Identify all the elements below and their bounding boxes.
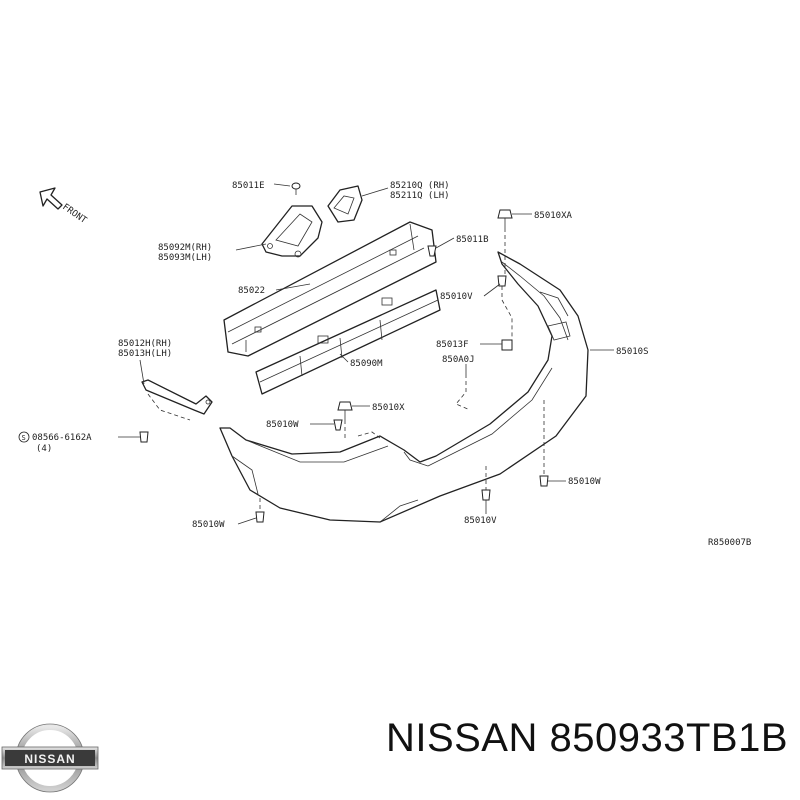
screw-85010W-left-icon	[255, 511, 265, 523]
label-85011B: 85011B	[456, 235, 489, 245]
label-85010W-right: 85010W	[568, 477, 601, 487]
leader-line	[483, 283, 501, 297]
label-85010XA: 85010XA	[534, 211, 573, 221]
svg-text:S: S	[22, 434, 26, 442]
leader-line	[275, 283, 311, 291]
label-08566-qty: (4)	[36, 444, 52, 454]
label-85010X: 85010X	[372, 403, 405, 413]
label-85090M: 85090M	[350, 359, 383, 369]
label-85011E: 85011E	[232, 181, 265, 191]
upper-bracket	[327, 185, 363, 223]
label-85013H: 85013H(LH)	[118, 349, 172, 359]
label-850A0J: 850A0J	[442, 355, 475, 365]
label-85010V-bottom: 85010V	[464, 516, 497, 526]
label-85010W-left: 85010W	[192, 520, 225, 530]
part-title: NISSAN 850933TB1B	[385, 716, 788, 760]
label-85022: 85022	[238, 286, 265, 296]
leader-line	[139, 359, 145, 385]
label-85012H: 85012H(RH)	[118, 339, 172, 349]
reinforcement-beam	[223, 221, 437, 357]
logo-text: NISSAN	[24, 752, 75, 766]
label-85010S: 85010S	[616, 347, 649, 357]
label-85211Q: 85211Q (LH)	[390, 191, 450, 201]
screw-08566-icon	[139, 431, 149, 443]
screw-85010W-mid-icon	[333, 419, 343, 431]
nissan-logo-icon: NISSAN	[1, 723, 99, 793]
clip-85010V-top-icon	[497, 275, 507, 287]
leader-line	[361, 187, 389, 197]
label-08566-6162A: 08566-6162A	[32, 433, 92, 443]
label-85013F: 85013F	[436, 340, 469, 350]
leader-line	[235, 243, 267, 251]
label-85010W-mid: 85010W	[266, 420, 299, 430]
energy-absorber	[255, 289, 441, 395]
label-85010V-top: 85010V	[440, 292, 473, 302]
front-arrow-icon	[39, 187, 63, 210]
clip-85010XA-icon	[497, 209, 513, 228]
guide-line	[501, 286, 513, 340]
clip-85011E-icon	[291, 182, 301, 195]
reference-code: R850007B	[708, 538, 751, 548]
circled-s-icon: S	[18, 431, 30, 443]
guide-line	[357, 431, 381, 439]
retainer-85013F-icon	[501, 339, 513, 351]
screw-85010W-right-icon	[539, 475, 549, 487]
label-85210Q: 85210Q (RH)	[390, 181, 450, 191]
front-label: FRONT	[60, 202, 88, 226]
screw-85010V-bottom-icon	[481, 489, 491, 501]
guide-line	[455, 374, 471, 411]
leader-line	[339, 353, 349, 363]
clip-85010X-icon	[337, 401, 353, 420]
leader-line	[435, 237, 455, 249]
leader-line	[237, 517, 257, 525]
leader-line	[273, 183, 291, 187]
side-bracket	[261, 205, 323, 258]
rear-bumper-fascia	[219, 251, 589, 523]
lower-side-bracket	[141, 379, 213, 415]
clip-85011B-icon	[427, 245, 437, 257]
label-85093M: 85093M(LH)	[158, 253, 212, 263]
label-85092M: 85092M(RH)	[158, 243, 212, 253]
